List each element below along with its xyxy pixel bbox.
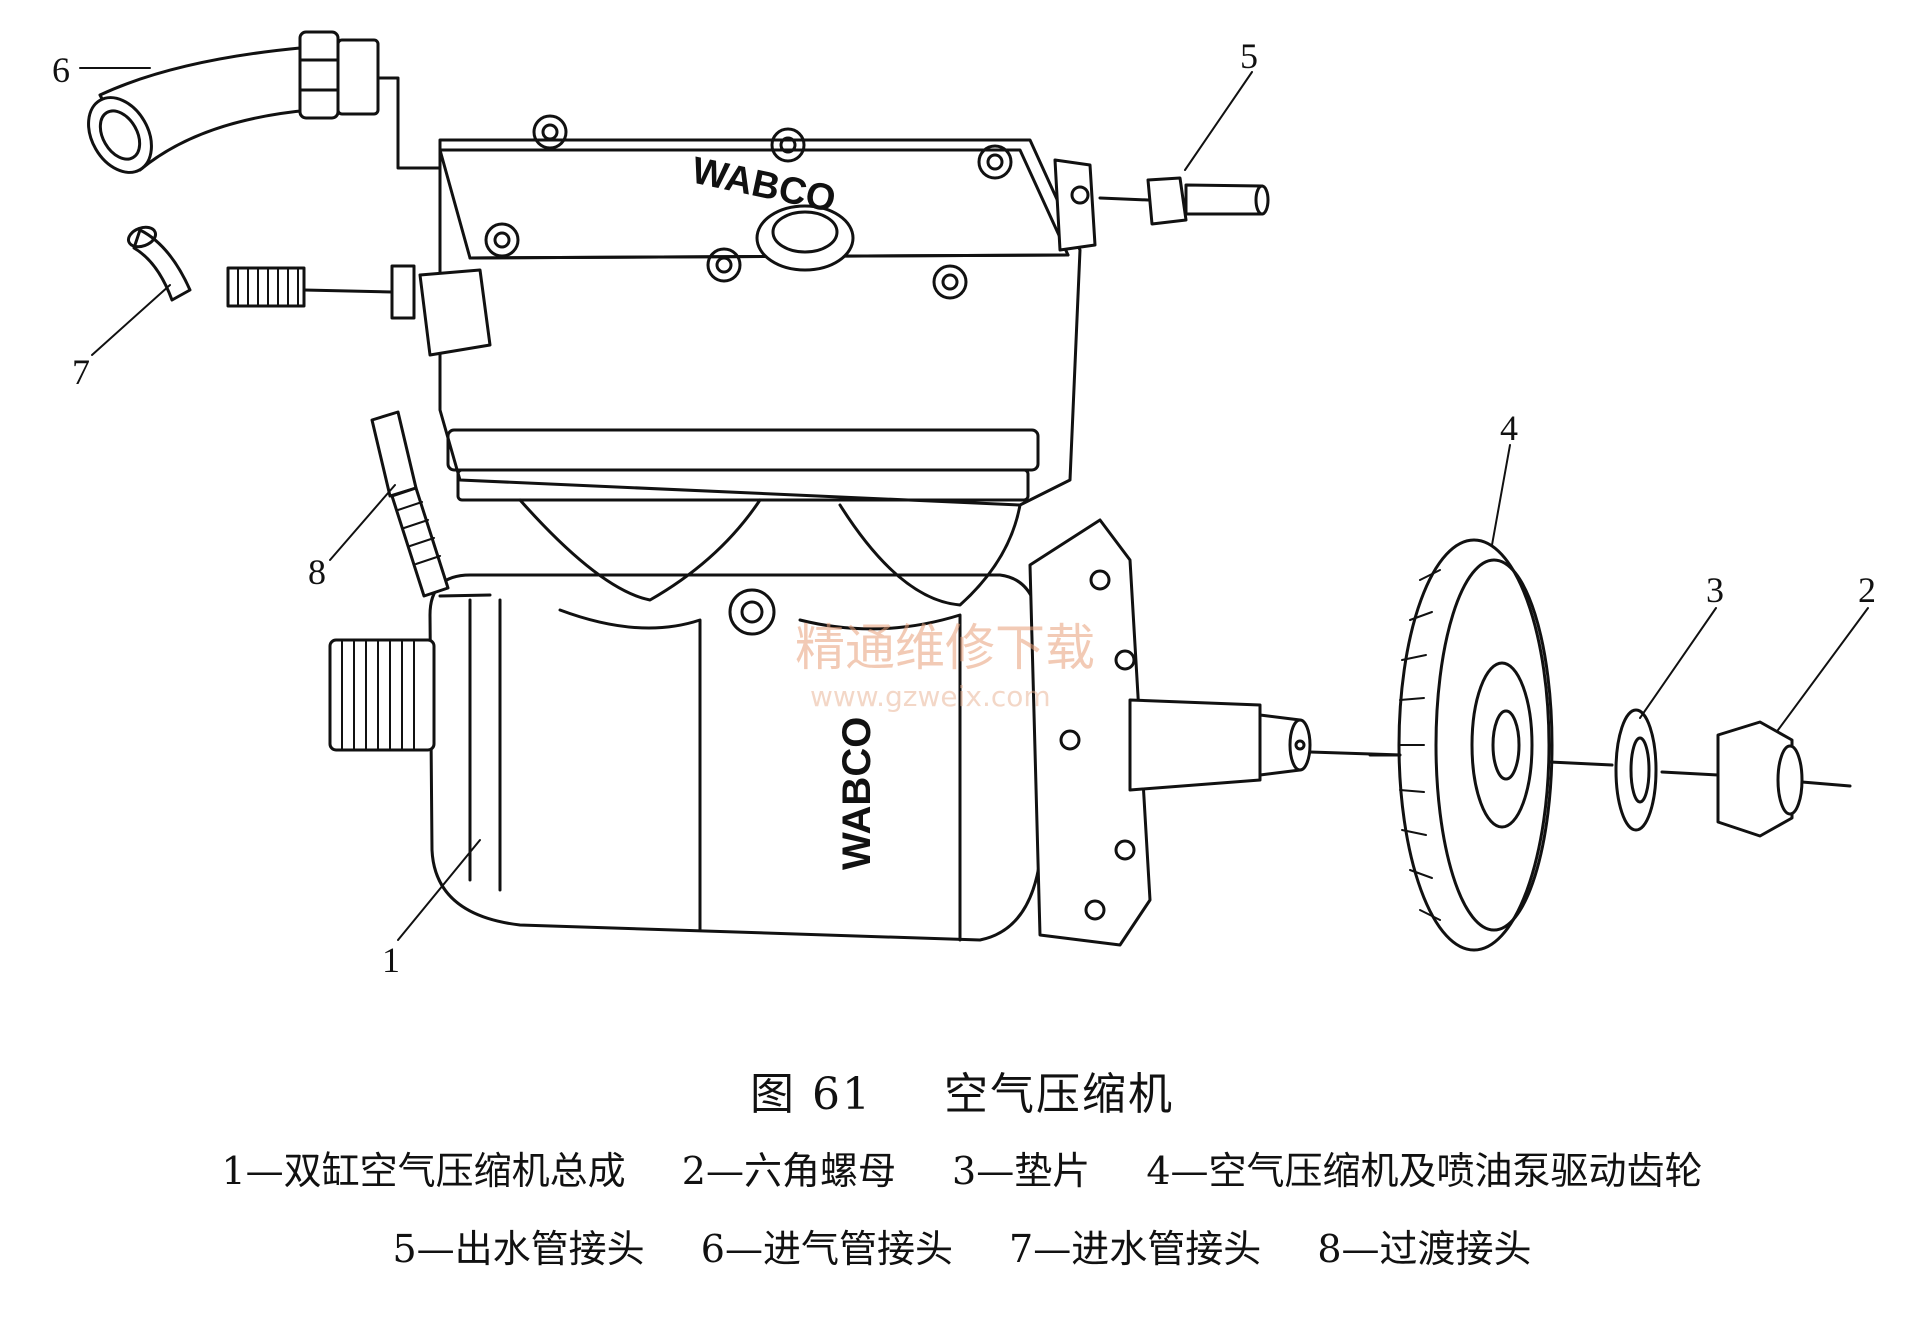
- legend-line-2: 5—出水管接头 6—进气管接头 7—进水管接头 8—过渡接头: [0, 1218, 1924, 1273]
- adapter-part-8: [370, 410, 492, 598]
- rear-shaft-stub: [328, 638, 436, 752]
- leader-lines: [79, 67, 1869, 941]
- head-bolts: [484, 114, 1013, 300]
- callout-4: 4: [1500, 408, 1518, 448]
- legend-item-6: 6—进气管接头: [700, 1227, 953, 1271]
- legend-item-4: 4—空气压缩机及喷油泵驱动齿轮: [1146, 1149, 1703, 1193]
- callout-3: 3: [1706, 570, 1724, 610]
- drive-gear-part-4: [1368, 538, 1614, 952]
- front-flange: [1028, 518, 1152, 947]
- legend-item-1: 1—双缸空气压缩机总成: [221, 1149, 626, 1193]
- legend-item-2: 2—六角螺母: [681, 1149, 896, 1193]
- cylinder-head: [418, 138, 1097, 507]
- drive-shaft: [1128, 698, 1402, 792]
- callout-2: 2: [1858, 570, 1876, 610]
- washer-part-3: [1614, 708, 1658, 832]
- water-inlet-fitting-part-7: [126, 225, 416, 320]
- callout-5: 5: [1240, 36, 1258, 76]
- head-outlet-port: [755, 204, 855, 272]
- hex-nut-part-2: [1660, 720, 1852, 838]
- watermark-url: www.gzweix.com: [810, 680, 1051, 713]
- legend-item-3: 3—垫片: [952, 1149, 1091, 1193]
- callout-7: 7: [72, 352, 90, 392]
- water-outlet-fitting-part-5: [1098, 176, 1270, 226]
- figure-title: 空气压缩机: [943, 1069, 1174, 1120]
- intake-pipe-fitting-part-6: [87, 30, 447, 174]
- callout-1: 1: [382, 940, 400, 980]
- figure-caption: 图 61 空气压缩机: [0, 1058, 1924, 1122]
- callout-6: 6: [52, 50, 70, 90]
- legend-item-7: 7—进水管接头: [1009, 1227, 1262, 1271]
- legend-item-8: 8—过渡接头: [1317, 1227, 1532, 1271]
- crankcase-body: [428, 498, 1042, 942]
- body-brand-logo: WABCO: [835, 717, 879, 870]
- watermark: 精通维修下载: [795, 619, 1095, 677]
- callout-8: 8: [308, 552, 326, 592]
- legend-line-1: 1—双缸空气压缩机总成 2—六角螺母 3—垫片 4—空气压缩机及喷油泵驱动齿轮: [0, 1140, 1924, 1195]
- legend-item-5: 5—出水管接头: [392, 1227, 645, 1271]
- figure-number: 图 61: [750, 1069, 872, 1120]
